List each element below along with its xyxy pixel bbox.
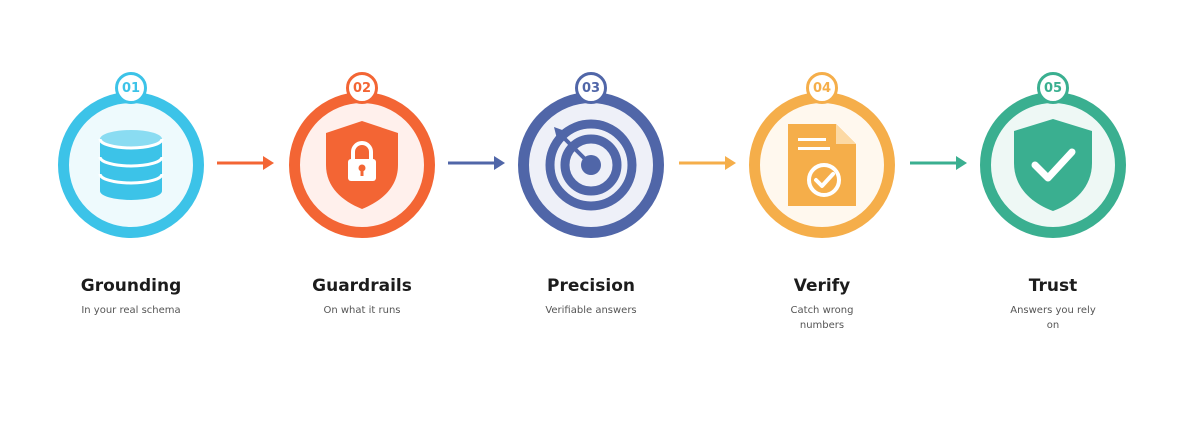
step-title: Trust	[1028, 276, 1078, 296]
database-icon	[98, 130, 164, 200]
step-circle	[749, 92, 895, 238]
step-number-badge: 03	[575, 72, 607, 104]
step-title: Verify	[793, 276, 851, 296]
step-title: Grounding	[80, 276, 182, 296]
step-title: Precision	[546, 276, 635, 296]
step-circle	[58, 92, 204, 238]
step-circle	[518, 92, 664, 238]
step-circle	[289, 92, 435, 238]
step-subtitle: Answers you rely on	[1010, 305, 1096, 331]
arrow-right-icon	[679, 156, 736, 170]
shield-lock-icon	[326, 121, 398, 209]
step-guardrails: 02 Guardrails On what it runs	[265, 0, 465, 421]
document-check-icon	[788, 124, 856, 206]
step-number-badge: 01	[115, 72, 147, 104]
step-number-badge: 05	[1037, 72, 1069, 104]
step-subtitle: In your real schema	[81, 305, 181, 316]
shield-check-icon	[1014, 119, 1092, 211]
step-precision: 03 Precision Verifiable answers	[494, 0, 694, 421]
step-title: Guardrails	[312, 276, 412, 296]
arrow-right-icon	[448, 156, 505, 170]
step-subtitle: Verifiable answers	[545, 305, 637, 316]
step-subtitle: Catch wrong numbers	[790, 305, 854, 331]
step-subtitle: On what it runs	[323, 305, 401, 316]
step-verify: 04 Verify Catch wrong numbers	[725, 0, 925, 421]
target-icon	[545, 119, 637, 211]
step-number-badge: 02	[346, 72, 378, 104]
step-circle	[980, 92, 1126, 238]
arrow-right-icon	[910, 156, 967, 170]
step-grounding: 01 Grounding In your real schema	[34, 0, 234, 421]
step-trust: 05 Trust Answers you rely on	[956, 0, 1156, 421]
step-number-badge: 04	[806, 72, 838, 104]
arrow-right-icon	[217, 156, 274, 170]
